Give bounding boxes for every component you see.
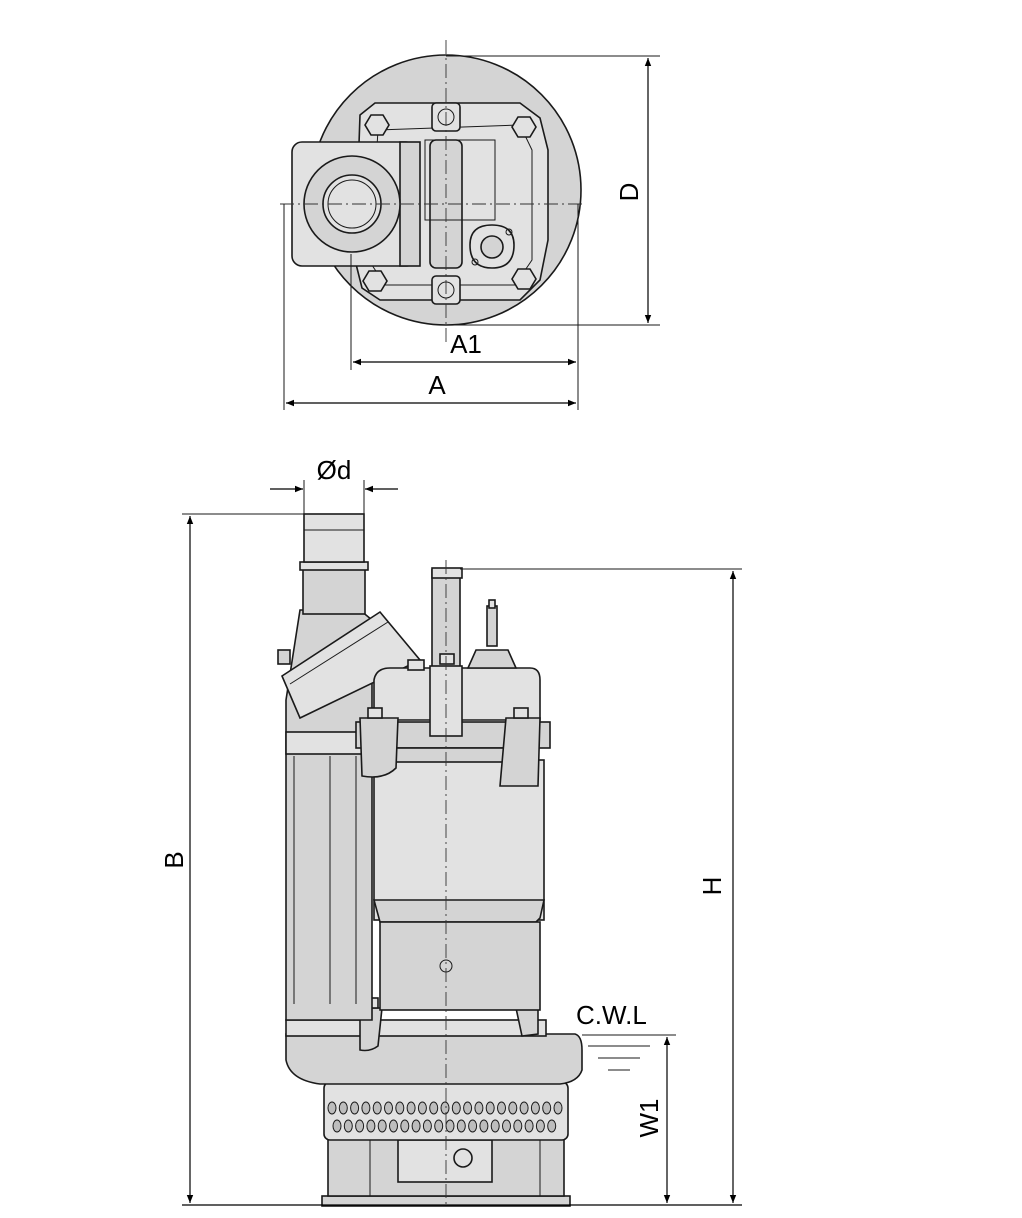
side-view: Ød B H C.W.L W1 [159,455,742,1207]
strainer-hole [497,1101,506,1115]
strainer-hole [502,1119,511,1133]
side-view-volute-flange [285,1019,547,1037]
strainer-hole [519,1101,529,1115]
top-view-bolt-se [511,268,537,290]
top-view-cable-gland-screw-1 [471,258,479,266]
side-view-motor-shoulder [372,899,545,923]
strainer-hole [547,1119,557,1133]
strainer-hole [395,1101,405,1115]
side-view-discharge-ring [299,561,369,571]
strainer-hole [535,1119,545,1133]
dim-h-label: H [697,877,727,896]
strainer-hole [553,1101,563,1115]
side-view-handle-base [429,665,463,737]
strainer-hole [377,1119,387,1133]
strainer-hole [350,1101,360,1115]
strainer-hole [524,1119,534,1133]
top-view-bolt-nw [364,114,390,136]
strainer-hole [372,1101,382,1115]
strainer-hole [389,1119,398,1133]
side-view-cover-tab [277,649,291,665]
strainer-hole [440,1101,450,1115]
strainer-hole [468,1119,478,1133]
side-view-upper-bolt-right [513,707,529,719]
strainer-hole [355,1119,365,1133]
strainer-hole [417,1101,427,1115]
strainer-hole [406,1101,416,1115]
strainer-hole [429,1101,439,1115]
side-view-motor-lower [379,921,541,1011]
dim-od-label: Ød [317,455,352,485]
strainer-hole [434,1119,444,1133]
dim-a-label: A [428,370,446,400]
strainer-hole [361,1101,371,1115]
side-view-handle-top [431,567,463,579]
strainer-hole [400,1119,410,1133]
strainer-hole [463,1101,473,1115]
strainer-hole [474,1101,484,1115]
side-view-upper-lug-right [499,717,541,787]
top-view-bolt-sw [362,270,388,292]
side-view-top-boss [407,659,425,671]
strainer-hole [542,1101,552,1115]
strainer-hole [366,1119,376,1133]
strainer-hole [479,1119,489,1133]
side-view-suction-plate [397,1139,493,1183]
cwl-label: C.W.L [576,1000,647,1030]
side-view-cable-gland-base [466,649,518,669]
strainer-hole [508,1101,518,1115]
strainer-hole [343,1119,353,1133]
strainer-hole [445,1119,455,1133]
dim-a1-label: A1 [450,329,482,359]
side-view-discharge-nozzle [303,513,365,563]
strainer-hole [530,1101,540,1115]
strainer-hole [456,1119,466,1133]
strainer-hole [451,1101,461,1115]
top-view-bolt-ne [511,116,537,138]
top-view-cable-gland-screw-2 [505,228,513,236]
side-view-angled-cover-line [289,621,389,685]
strainer-hole [384,1101,393,1115]
side-view-upper-bolt-left [367,707,383,719]
side-view-handle-nut [439,653,455,665]
strainer-hole [332,1119,342,1133]
side-view-suction-hole [453,1148,473,1168]
strainer-hole [485,1101,495,1115]
dim-d-label: D [614,183,644,202]
strainer-hole [327,1101,337,1115]
side-view-upper-lug-left [359,717,399,778]
top-view-terminal-box [424,139,496,221]
dim-w1-label: W1 [634,1099,664,1138]
side-view-cable-gland-rod [486,605,498,647]
strainer-hole [422,1119,432,1133]
top-view: D A1 A [280,40,660,410]
side-view-discharge-neck [302,565,366,615]
side-view-volute-casing [285,1033,583,1085]
side-view-cable-gland-cap [488,599,496,609]
strainer-hole [338,1101,348,1115]
dim-b-label: B [159,851,189,868]
side-view-strainer-holes [327,1101,563,1133]
strainer-hole [513,1119,523,1133]
strainer-hole [490,1119,500,1133]
strainer-hole [411,1119,421,1133]
side-view-motor-ring [387,747,509,763]
top-view-cable-gland [480,235,504,259]
